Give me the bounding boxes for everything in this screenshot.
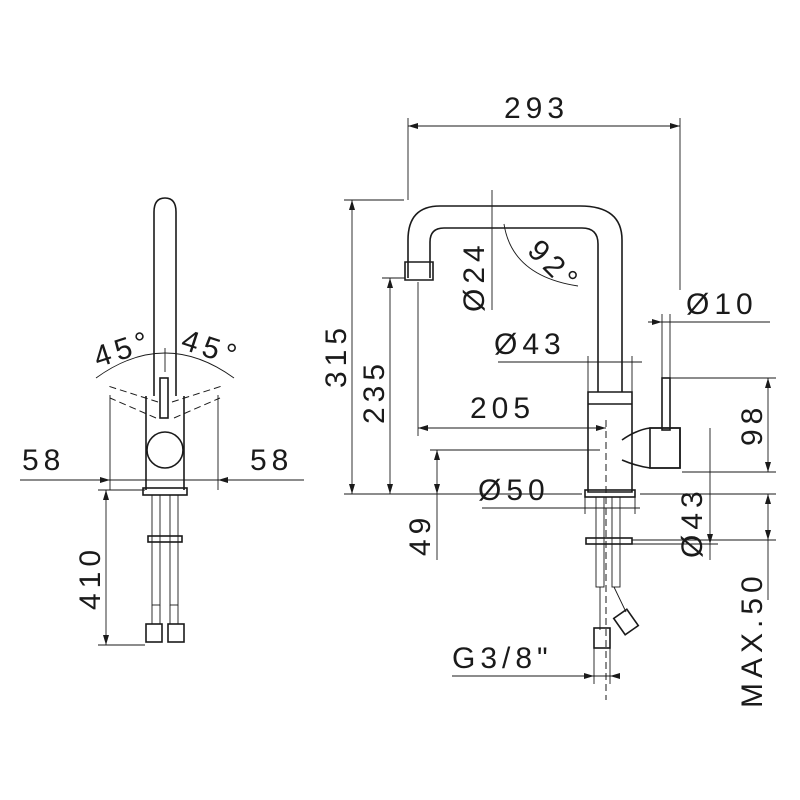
side-body-outlet xyxy=(146,431,184,469)
spout-diameter-label: Ø24 xyxy=(458,240,491,312)
front-lever xyxy=(661,377,671,431)
side-lever-right-position xyxy=(171,385,223,419)
spout-angle-label: 92° xyxy=(521,234,587,300)
shank-diameter-label: Ø43 xyxy=(676,486,709,558)
side-hose-right xyxy=(169,494,179,606)
base-diameter-label: Ø50 xyxy=(478,474,550,507)
side-spout xyxy=(153,197,177,396)
side-hose-ferrules xyxy=(151,605,179,624)
front-side-outlet xyxy=(621,427,681,469)
width-left-label: 58 xyxy=(22,444,65,477)
front-spout xyxy=(407,205,623,392)
lever-diameter-label: Ø10 xyxy=(686,288,758,321)
front-hose-right xyxy=(611,496,621,588)
front-hose-ends xyxy=(599,586,627,630)
front-aerator xyxy=(404,261,434,281)
side-lever-left-position xyxy=(107,385,159,419)
connection-thread-label: G3/8" xyxy=(452,642,553,675)
overall-width-label: 293 xyxy=(504,92,569,125)
side-base-plate xyxy=(142,487,188,496)
reach-label: 205 xyxy=(470,392,535,425)
side-lever xyxy=(159,377,169,419)
front-lever-cap xyxy=(649,427,681,469)
front-hose-nut-angled xyxy=(612,608,640,636)
width-right-label: 58 xyxy=(250,444,293,477)
front-hose-left xyxy=(595,496,605,588)
body-diameter-label: Ø43 xyxy=(494,328,566,361)
side-hose-left xyxy=(151,494,161,606)
side-fixing-nut xyxy=(147,535,183,543)
spout-height-label: 235 xyxy=(358,359,391,424)
front-hose-nut xyxy=(593,627,611,649)
hose-length-label: 410 xyxy=(74,545,107,610)
front-fixing-nut xyxy=(585,537,633,545)
max-thickness-label: MAX.50 xyxy=(736,571,769,708)
side-hose-nut-right xyxy=(167,623,185,643)
front-view: 293 315 235 205 Ø24 92° Ø10 xyxy=(320,92,776,708)
overall-height-label: 315 xyxy=(320,323,353,388)
angle-left-label: 45° xyxy=(90,324,158,374)
front-base-plate xyxy=(584,489,636,498)
side-hose-nut-left xyxy=(145,623,163,643)
angle-right-label: 45° xyxy=(177,324,245,374)
side-body xyxy=(145,396,185,490)
lever-height-label: 98 xyxy=(736,403,769,446)
base-height-label: 49 xyxy=(404,513,437,556)
front-body xyxy=(587,391,633,493)
spout-angle-arc xyxy=(503,223,579,287)
side-view: 45° 45° 58 58 410 xyxy=(20,197,304,646)
